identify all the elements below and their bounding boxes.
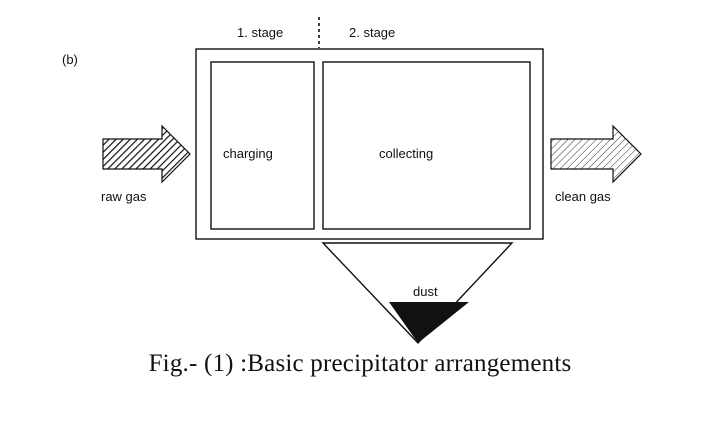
panel-label: (b) (62, 52, 78, 67)
charging-label: charging (223, 146, 273, 161)
raw-gas-arrow-icon (102, 124, 191, 184)
figure-caption: Fig.- (1) :Basic precipitator arrangemen… (148, 350, 572, 377)
collecting-label: collecting (379, 146, 433, 161)
collecting-chamber (322, 61, 531, 230)
charging-chamber (210, 61, 315, 230)
dust-label: dust (413, 284, 438, 299)
clean-gas-label: clean gas (555, 189, 611, 204)
stage-2-label: 2. stage (349, 25, 395, 40)
precipitator-housing (195, 48, 544, 240)
dust-fill (389, 302, 469, 343)
raw-gas-label: raw gas (101, 189, 147, 204)
clean-gas-arrow-icon (550, 124, 642, 184)
stage-1-label: 1. stage (237, 25, 283, 40)
dust-hopper (321, 242, 514, 345)
